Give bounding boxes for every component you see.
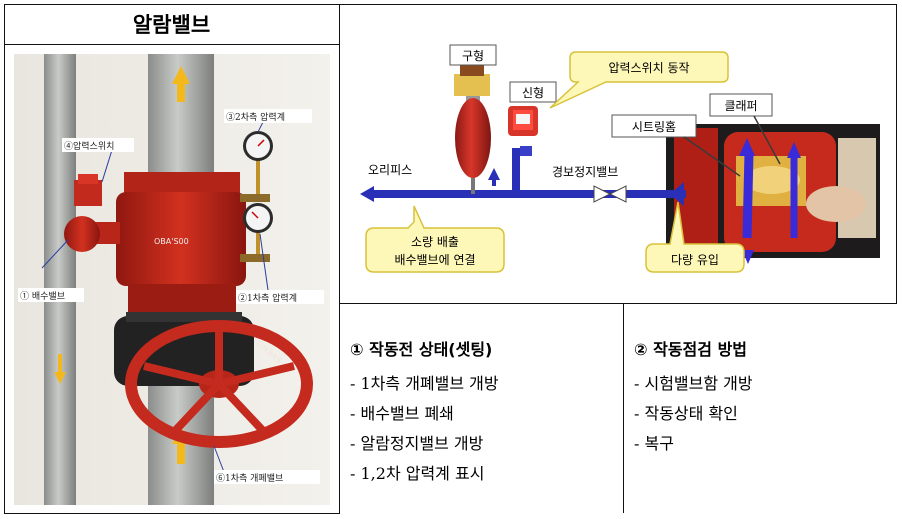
- alarm-stop-valve-label: 경보정지밸브: [552, 165, 618, 179]
- large-inflow-label: 다량 유입: [671, 253, 719, 267]
- table-bottom-border: [4, 513, 340, 514]
- diagram-row-divider: [339, 303, 897, 304]
- page-title: 알람밸브: [132, 13, 211, 37]
- before-operation-item: - 1,2차 압력계 표시: [350, 464, 485, 483]
- pressure-switch-action-label: 압력스위치 동작: [608, 61, 689, 75]
- table-center-divider: [339, 4, 340, 514]
- table-left-border: [4, 4, 5, 514]
- title-row-divider: [4, 44, 340, 45]
- small-discharge-line1: 소량 배출: [411, 235, 459, 249]
- notes-column-divider: [623, 303, 624, 513]
- inspection-item: - 작동상태 확인: [634, 404, 738, 423]
- secondary-gauge-label: ③2차측 압력계: [226, 111, 285, 123]
- table-top-border: [4, 4, 897, 5]
- before-operation-item: - 알람정지밸브 개방: [350, 434, 484, 453]
- alarm-valve-flow-diagram: 구형 신형 압력스위치 동작 클래퍼 시트링홈 오리피스 경보정지밸브 소량 배…: [344, 6, 896, 302]
- inspection-item: - 복구: [634, 434, 674, 453]
- pressure-switch-label: ④압력스위치: [64, 140, 114, 152]
- inspection-item: - 시험밸브함 개방: [634, 374, 753, 393]
- table-right-border: [896, 4, 897, 304]
- before-operation-item: - 1차측 개폐밸브 개방: [350, 374, 499, 393]
- inspection-section: ② 작동점검 방법 - 시험밸브함 개방 - 작동상태 확인 - 복구: [634, 336, 892, 459]
- seat-ring-groove-label: 시트링홈: [632, 120, 676, 134]
- alarm-valve-photo: OBA'S00 C.H.BA'S: [14, 54, 330, 505]
- before-operation-item: - 배수밸브 폐쇄: [350, 404, 454, 423]
- old-type-label: 구형: [462, 49, 484, 63]
- primary-valve-label: ⑥1차측 개폐밸브: [216, 472, 283, 484]
- inspection-heading: ② 작동점검 방법: [634, 340, 748, 359]
- svg-text:OBA'S00: OBA'S00: [154, 237, 189, 246]
- clapper-label: 클래퍼: [724, 99, 757, 113]
- orifice-label: 오리피스: [368, 163, 412, 177]
- new-type-label: 신형: [522, 86, 544, 100]
- before-operation-heading: ① 작동전 상태(셋팅): [350, 340, 493, 359]
- drain-valve-label: ① 배수밸브: [20, 291, 65, 302]
- before-operation-section: ① 작동전 상태(셋팅) - 1차측 개폐밸브 개방 - 배수밸브 폐쇄 - 알…: [350, 336, 618, 489]
- small-discharge-line2: 배수밸브에 연결: [394, 253, 475, 267]
- primary-gauge-label: ②1차측 압력계: [238, 292, 297, 304]
